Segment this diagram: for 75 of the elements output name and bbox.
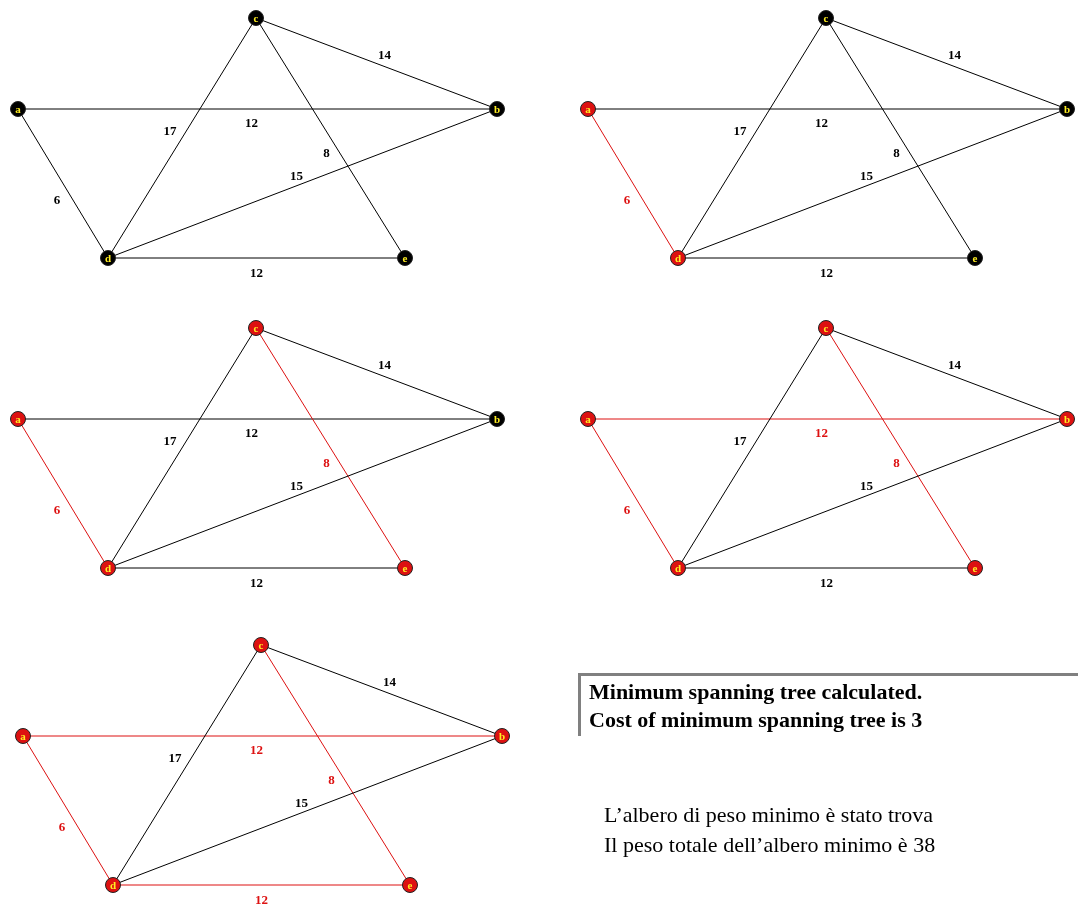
graph-edge	[267, 646, 496, 735]
edge-label: 17	[163, 433, 177, 447]
graph-edge	[832, 19, 1061, 108]
graph-edge	[591, 114, 675, 253]
graph-edge	[259, 333, 402, 563]
edge-label: 17	[168, 750, 182, 764]
edge-label: 8	[893, 145, 900, 159]
graph-edge	[119, 738, 496, 883]
graph-edge	[114, 421, 491, 566]
graph-edge	[119, 884, 404, 886]
edge-label: 12	[815, 425, 828, 439]
note-text: L’albero di peso minimo è stato trova	[604, 801, 935, 829]
note-text: Il peso totale dell’albero minimo è 38	[604, 831, 936, 859]
edge-label: 14	[378, 47, 391, 60]
edge-label: 12	[250, 742, 263, 756]
edge-label: 17	[733, 123, 747, 137]
graph-edge	[262, 329, 491, 418]
graph-edge	[259, 23, 402, 253]
edge-label: 12	[250, 265, 263, 279]
graph-edge	[116, 650, 258, 880]
graph-edge	[684, 257, 969, 259]
edge-label: 12	[255, 892, 268, 905]
edge-label: 8	[328, 772, 335, 786]
graph-edge	[21, 114, 105, 253]
graph-edge	[262, 19, 491, 108]
graph-edge	[829, 333, 972, 563]
graph-edge	[594, 108, 1061, 110]
graph-edge	[24, 108, 491, 110]
edge-label: 12	[245, 115, 258, 129]
graph-edge	[829, 23, 972, 253]
graph-edge	[684, 111, 1061, 256]
graph-edge	[24, 418, 491, 420]
graph-edge	[681, 23, 823, 253]
edge-label: 8	[323, 145, 330, 159]
graph-edge	[114, 567, 399, 569]
graph-edge	[684, 421, 1061, 566]
graph-edge	[594, 418, 1061, 420]
graph-edge	[681, 333, 823, 563]
result-text: Minimum spanning tree calculated.	[589, 678, 924, 706]
graph-edge	[111, 333, 253, 563]
graph-edge	[114, 257, 399, 259]
graph-edge	[832, 329, 1061, 418]
edge-label: 8	[893, 455, 900, 469]
result-text: Cost of minimum spanning tree is 3	[589, 706, 924, 734]
edge-label: 6	[623, 192, 631, 205]
edge-label: 17	[163, 123, 177, 137]
edge-label: 12	[820, 265, 833, 279]
graph-edge	[21, 424, 105, 563]
edge-label: 6	[58, 819, 66, 832]
edge-label: 15	[860, 478, 873, 491]
graph-edge	[264, 650, 407, 880]
graph-edge	[111, 23, 253, 253]
graph-edge	[26, 741, 110, 880]
edge-label: 12	[815, 115, 828, 129]
edge-label: 8	[323, 455, 330, 469]
edge-label: 17	[733, 433, 747, 447]
edge-label: 14	[948, 357, 961, 370]
graph-edge	[114, 111, 491, 256]
edge-label: 12	[250, 575, 263, 589]
edge-label: 14	[378, 357, 391, 370]
edge-label: 15	[290, 168, 303, 181]
graph-edge	[684, 567, 969, 569]
edge-label: 12	[820, 575, 833, 589]
edge-label: 14	[948, 47, 961, 60]
graph-edge	[591, 424, 675, 563]
edge-label: 15	[290, 478, 303, 491]
edge-label: 12	[245, 425, 258, 439]
edge-label: 15	[295, 795, 308, 808]
edge-label: 6	[53, 502, 61, 515]
result-box	[578, 673, 1078, 736]
edge-label: 6	[53, 192, 61, 205]
graph-edge	[29, 735, 496, 737]
edge-label: 6	[623, 502, 631, 515]
edge-label: 14	[383, 674, 396, 687]
edge-label: 15	[860, 168, 873, 181]
